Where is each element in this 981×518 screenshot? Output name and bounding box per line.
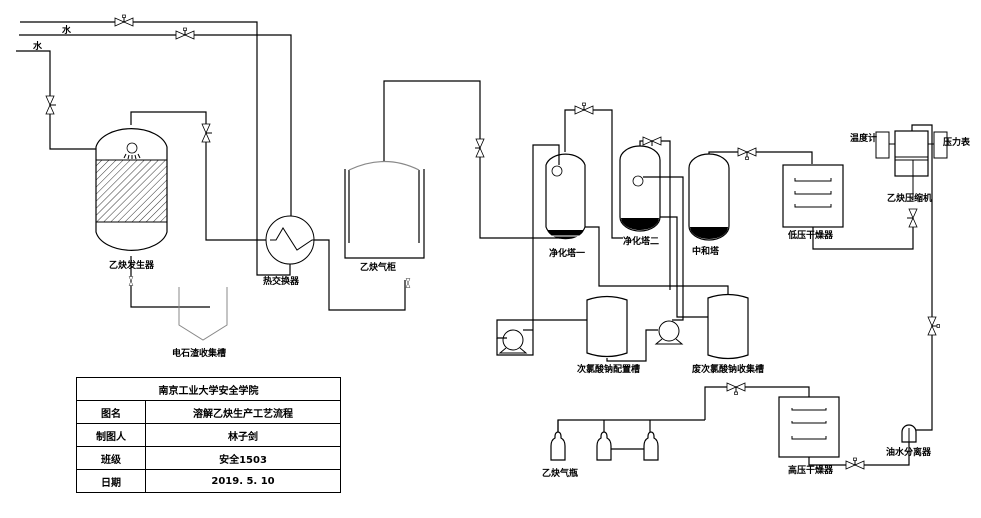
pressure-gauge (928, 131, 948, 159)
tower2-waste-line (660, 216, 712, 318)
title-block-value: 林子剑 (145, 423, 341, 447)
title-block-row: 图名 溶解乙炔生产工艺流程 (76, 400, 341, 424)
valve-tower2-outlet[interactable] (642, 136, 662, 146)
water-line-top (20, 21, 291, 276)
valve-separator-outlet[interactable] (845, 457, 865, 470)
title-block: 南京工业大学安全学院 图名 溶解乙炔生产工艺流程 制图人 林子剑 班级 安全15… (76, 377, 341, 493)
acetylene-generator (95, 128, 168, 251)
title-block-row: 日期 2019. 5. 10 (76, 469, 341, 493)
valve-compressor-inlet[interactable] (907, 208, 918, 228)
valve-compressor-outlet[interactable] (927, 316, 940, 336)
title-block-row: 班级 安全1503 (76, 446, 341, 470)
holder-to-purifier-line (383, 80, 560, 239)
neutralization-tower (688, 153, 730, 241)
purification-tower-1 (545, 153, 586, 240)
thermometer (875, 131, 895, 159)
tower1-circulation-line (496, 144, 560, 356)
generator-gas-outlet-line (130, 111, 270, 241)
label-neutralization-tower: 中和塔 (692, 245, 720, 257)
water-line-2 (19, 34, 292, 217)
title-block-row: 制图人 林子剑 (76, 423, 341, 447)
label-acetylene-cylinders: 乙炔气瓶 (542, 467, 578, 479)
hp-dryer-to-cylinders-line (704, 386, 810, 420)
neutralizer-to-dryer-line (708, 151, 813, 164)
valve-holder-outlet[interactable] (475, 138, 485, 158)
valve-gas-holder-inlet[interactable] (405, 278, 411, 288)
label-waste-hypochlorite-tank: 废次氯酸钠收集槽 (692, 363, 764, 375)
label-purification-tower-1: 净化塔一 (549, 247, 585, 259)
valve-water-top[interactable] (114, 14, 134, 27)
title-block-key: 日期 (76, 469, 146, 493)
waste-hypochlorite-tank (707, 293, 749, 360)
water-label-2: 水 (33, 40, 43, 52)
exchanger-to-holder-line (314, 239, 406, 311)
label-thermometer: 温度计 (850, 132, 877, 144)
tower1-to-tower2-line (564, 109, 623, 239)
title-block-key: 图名 (76, 400, 146, 424)
pump-1[interactable] (498, 329, 528, 354)
valve-generator-outlet[interactable] (201, 123, 212, 143)
title-block-key: 制图人 (76, 423, 146, 447)
label-heat-exchanger: 热交换器 (263, 275, 300, 287)
label-purification-tower-2: 净化塔二 (623, 235, 659, 247)
acetylene-cylinder-1 (550, 431, 566, 461)
high-pressure-dryer (778, 396, 840, 458)
label-gas-holder: 乙炔气柜 (360, 261, 396, 273)
carbide-slag-tank (178, 287, 228, 341)
title-block-value: 2019. 5. 10 (145, 469, 341, 493)
valve-tower1-outlet[interactable] (574, 102, 594, 115)
pump-2[interactable] (654, 320, 684, 345)
label-acetylene-generator: 乙炔发生器 (109, 259, 155, 271)
label-hypochlorite-prep-tank: 次氯酸钠配置槽 (577, 363, 640, 375)
title-block-value: 溶解乙炔生产工艺流程 (145, 400, 341, 424)
label-pressure-gauge: 压力表 (943, 136, 971, 148)
purification-tower-2 (619, 145, 661, 232)
tower2-spray-line (643, 176, 684, 321)
compressor-to-separator-line (904, 330, 933, 436)
acetylene-compressor (894, 124, 933, 331)
valve-neutralizer-outlet[interactable] (737, 147, 757, 160)
label-compressor: 乙炔压缩机 (887, 192, 932, 204)
water-label-1: 水 (62, 24, 72, 36)
prep-tank-to-pump2-line (606, 329, 658, 362)
title-block-key: 班级 (76, 446, 146, 470)
valve-slag[interactable] (128, 276, 134, 286)
label-high-pressure-dryer: 高压干燥器 (788, 464, 834, 476)
cylinder-manifold-line (557, 419, 705, 435)
dryer-to-compressor-line (812, 218, 914, 250)
acetylene-cylinder-3 (643, 431, 659, 461)
gas-holder (344, 161, 425, 259)
hypochlorite-prep-tank (586, 295, 628, 358)
valve-water-2[interactable] (175, 27, 195, 40)
prep-tank-to-pump-line (496, 319, 587, 339)
acetylene-cylinder-2 (596, 431, 612, 461)
heat-exchanger (265, 215, 315, 265)
title-block-header: 南京工业大学安全学院 (76, 377, 341, 401)
valve-cylinder-fill[interactable] (726, 382, 746, 395)
title-block-value: 安全1503 (145, 446, 341, 470)
low-pressure-dryer (782, 164, 844, 228)
label-low-pressure-dryer: 低压干燥器 (787, 229, 834, 241)
valve-water-3[interactable] (45, 95, 56, 115)
tower1-waste-line (585, 226, 729, 295)
label-carbide-slag-tank: 电石渣收集槽 (172, 347, 226, 359)
slag-discharge-line (130, 256, 210, 308)
